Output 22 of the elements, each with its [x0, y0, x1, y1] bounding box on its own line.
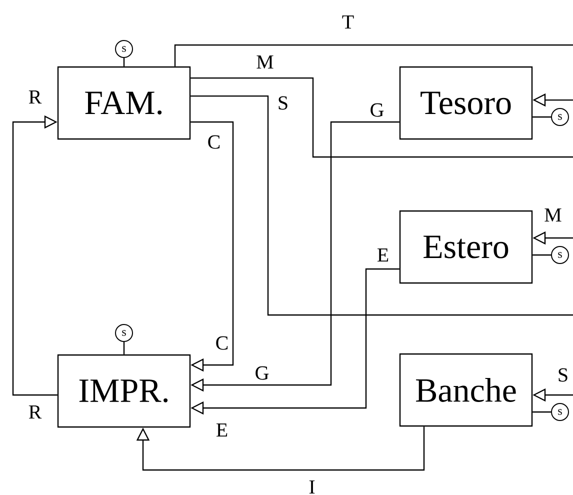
edge-label: M [256, 55, 274, 69]
sector-box: IMPR. [57, 354, 191, 428]
edge-label: I [309, 480, 315, 494]
edge-label: E [377, 248, 388, 262]
sector-box: FAM. [57, 66, 191, 140]
edge-label: R [28, 90, 42, 104]
flow-label: G [256, 366, 269, 380]
flow-label: R [28, 405, 42, 419]
edge-label: S [278, 96, 288, 110]
edge-label: C [208, 135, 220, 149]
arrow [136, 426, 425, 471]
flow-label: C [216, 336, 228, 350]
edge-label: M [544, 208, 562, 222]
edge-label: T [342, 15, 354, 29]
edge-label: S [558, 368, 568, 382]
arrow [12, 115, 58, 396]
sector-box: Estero [399, 210, 533, 284]
sector-box: Banche [399, 353, 533, 427]
flow-label: E [216, 423, 228, 437]
sector-box: Tesoro [399, 66, 533, 140]
arrow [190, 121, 234, 372]
edge-label: G [370, 103, 384, 117]
